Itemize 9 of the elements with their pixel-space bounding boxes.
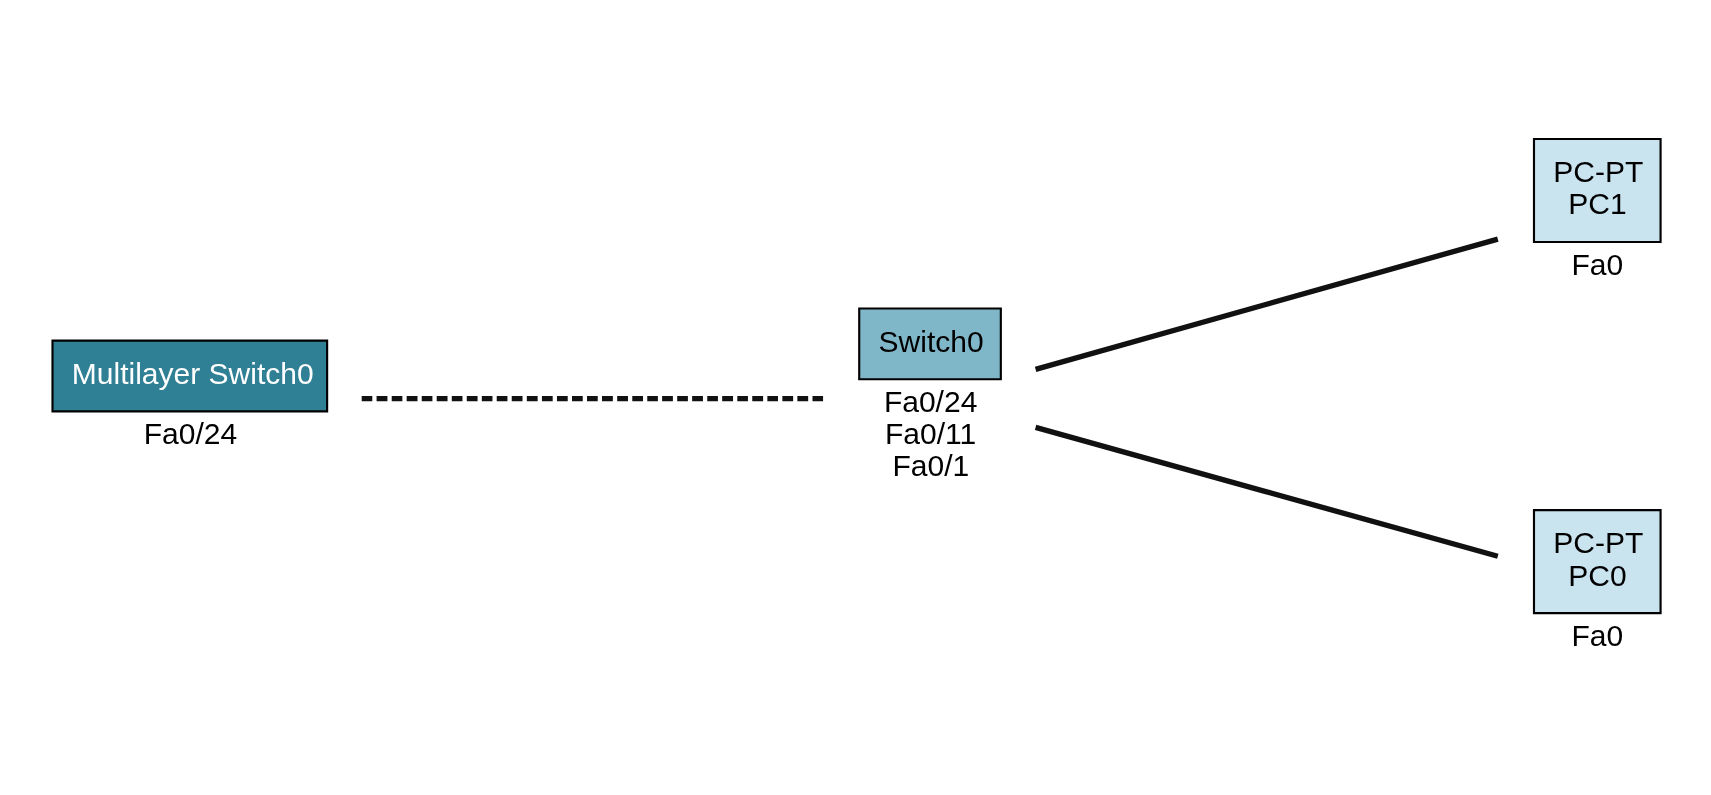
node-label: Fa0/11 (884, 417, 976, 451)
node-label: Fa0/24 (143, 417, 237, 451)
node-label: Fa0 (1571, 618, 1623, 652)
node-label: Fa0 (1571, 247, 1623, 281)
connector (361, 395, 825, 402)
node-label: Fa0/24 (883, 384, 977, 418)
connector (1034, 424, 1499, 559)
node-label: Fa0/1 (891, 449, 969, 483)
connector (1034, 236, 1499, 372)
